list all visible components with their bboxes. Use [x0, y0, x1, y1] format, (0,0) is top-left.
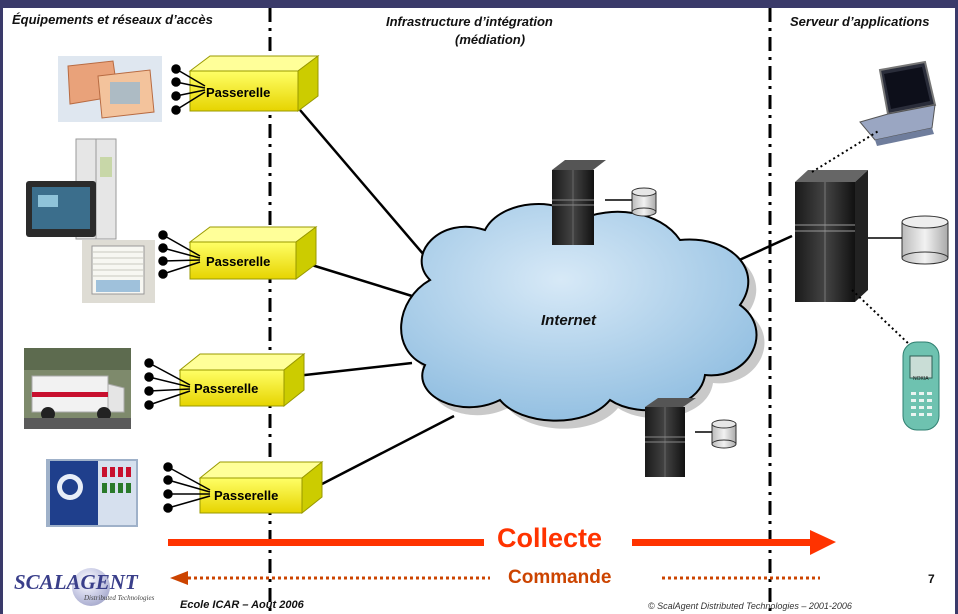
page-number: 7: [928, 572, 935, 586]
database-cylinder-icon: [901, 215, 949, 265]
link-gateway-4: [321, 414, 455, 486]
collect-arrow-head: [810, 530, 836, 555]
footer-copyright: © ScalAgent Distributed Technologies – 2…: [648, 601, 852, 611]
command-arrow-head: [170, 571, 188, 585]
scalagent-logo: SCALAGENT Distributed Technologies: [14, 568, 164, 608]
device-photo-window-shutter: [82, 240, 155, 303]
right-frame-bar: [955, 8, 958, 614]
device-photo-vending-machine: [46, 459, 138, 527]
gateway-label: Passerelle: [206, 254, 271, 269]
collect-arrow-right: [632, 539, 812, 546]
server-tower-icon: [645, 398, 696, 477]
gateway-label: Passerelle: [206, 85, 271, 100]
database-cylinder-icon: [711, 419, 737, 449]
header-integration-line2: (médiation): [455, 32, 526, 47]
device-photo-home-plans: [58, 56, 162, 122]
command-label: Commande: [508, 567, 612, 588]
logo-subtitle: Distributed Technologies: [84, 594, 155, 602]
svg-text:NOKIA: NOKIA: [913, 376, 929, 382]
device-connectors-3: [144, 358, 191, 410]
gateway-box-icon: [188, 226, 318, 280]
link-gateway-1: [299, 109, 431, 263]
mobile-phone-icon: NOKIA: [902, 341, 940, 431]
device-photo-ambulance: [24, 348, 131, 429]
internet-label: Internet: [541, 312, 597, 329]
laptop-link: [811, 129, 881, 173]
logo-text: SCALAGENT: [14, 570, 138, 594]
logo-globe-icon: [72, 568, 110, 606]
gateway-box-icon: [198, 460, 324, 515]
header-integration-line1: Infrastructure d’intégration: [386, 14, 553, 29]
gateway-label: Passerelle: [194, 381, 259, 396]
database-cylinder-icon: [631, 187, 657, 217]
collect-arrow-left: [168, 539, 484, 546]
server-tower-icon: [795, 170, 868, 302]
link-gateway-3: [295, 361, 413, 378]
left-frame-bar: [0, 8, 3, 614]
gateway-box-icon: [188, 55, 320, 112]
top-frame-bar: [0, 0, 958, 8]
device-connectors-4: [163, 462, 211, 513]
gateway-box-icon: [178, 352, 306, 408]
laptop-icon: [859, 60, 937, 146]
device-photo-fridge-screen: [22, 137, 130, 245]
gateway-label: Passerelle: [214, 488, 279, 503]
device-connectors-1: [171, 64, 206, 115]
link-cloud-server: [734, 234, 793, 264]
phone-link: [851, 289, 911, 346]
link-gateway-2: [301, 260, 413, 298]
footer-event: Ecole ICAR – Août 2006: [180, 599, 304, 611]
collect-label: Collecte: [497, 523, 603, 553]
server-tower-icon: [552, 160, 606, 245]
header-access-networks: Équipements et réseaux d’accès: [12, 12, 213, 27]
internet-cloud: [400, 203, 758, 422]
device-connectors-2: [158, 230, 201, 279]
header-app-server: Serveur d’applications: [790, 14, 930, 29]
